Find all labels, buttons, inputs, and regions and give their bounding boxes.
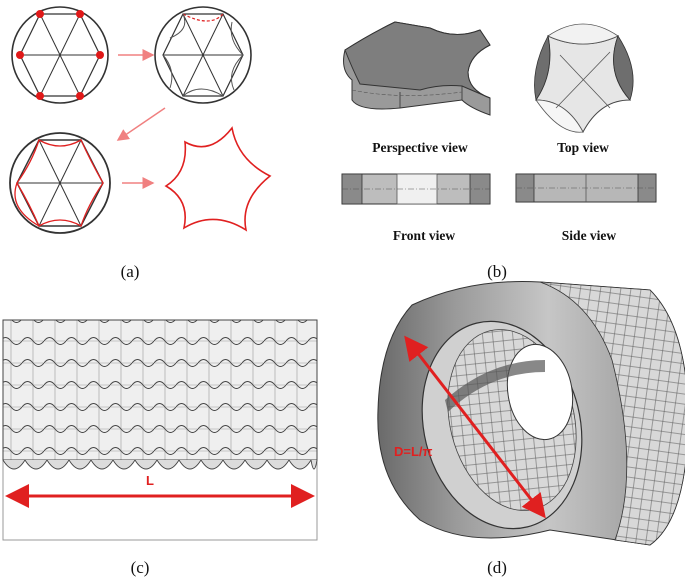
caption-d: (d) [487, 558, 507, 577]
caption-c: (c) [131, 558, 150, 577]
scallop [134, 459, 158, 470]
arrow-diagonal [116, 107, 166, 141]
hexagon-circle-arcs [154, 6, 252, 104]
scallop [222, 459, 246, 470]
scallop [200, 459, 224, 470]
scallop [266, 459, 290, 470]
hexagon-circle-nodes [11, 6, 109, 104]
front-view-label: Front view [393, 228, 456, 243]
diameter-label: D=L/π [394, 444, 433, 459]
scallop [310, 459, 318, 470]
side-view-label: Side view [562, 228, 617, 243]
side-view-shape [515, 173, 657, 203]
scallop [112, 459, 136, 470]
panel-c: L (c) [2, 319, 318, 577]
front-view-shape [341, 173, 491, 205]
length-label: L [146, 473, 154, 488]
caption-a: (a) [121, 262, 140, 281]
perspective-solid [343, 21, 491, 116]
panel-a: (a) [9, 6, 272, 281]
scallop [244, 459, 268, 470]
scallop [288, 459, 312, 470]
bottom-scallops [2, 459, 318, 470]
top-view-shape [534, 23, 634, 134]
top-view-label: Top view [557, 140, 609, 155]
node-markers [16, 10, 104, 100]
scallop [178, 459, 202, 470]
hexagon-circle-curves [9, 132, 111, 234]
diameter-arrow [404, 335, 546, 519]
red-unit-shape [164, 126, 272, 232]
scallop [46, 459, 70, 470]
unrolled-mesh [2, 319, 318, 461]
scallop [90, 459, 114, 470]
scallop [156, 459, 180, 470]
perspective-view-label: Perspective view [372, 140, 468, 155]
scallop [2, 459, 26, 470]
panel-d: D=L/π (d) [377, 281, 685, 577]
scallop [24, 459, 48, 470]
panel-b: Perspective view Top view Front view [341, 21, 657, 281]
scallop [68, 459, 92, 470]
mesh-band-right [539, 281, 685, 546]
caption-b: (b) [487, 262, 507, 281]
